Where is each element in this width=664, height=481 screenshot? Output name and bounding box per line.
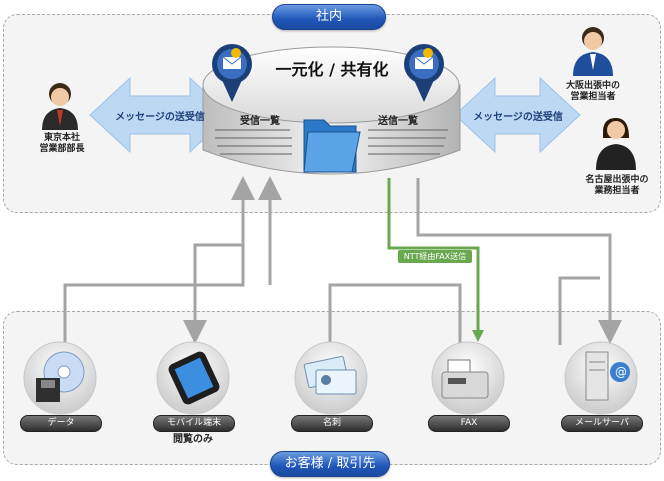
outbox-label: 送信一覧 xyxy=(378,116,418,127)
central-database xyxy=(202,46,461,175)
fax-route-label: NTT経由FAX送信 xyxy=(398,250,472,263)
nagoya-label-line2: 業務担当者 xyxy=(594,186,640,196)
route-to-mobile xyxy=(183,243,243,344)
svg-text:@: @ xyxy=(615,365,627,379)
osaka-label-line1: 大阪出張中の xyxy=(565,81,620,91)
route-data-up xyxy=(63,176,255,345)
route-card-up xyxy=(328,283,462,345)
route-server-2 xyxy=(558,276,600,345)
person-osaka-icon xyxy=(573,27,613,76)
person-nagoya-icon xyxy=(596,118,636,170)
inbox-mail-pin-icon xyxy=(212,44,252,102)
right-double-arrow xyxy=(454,76,581,154)
center-heading: 一元化 / 共有化 xyxy=(275,60,389,79)
osaka-label: 大阪出張中の 営業担当者 xyxy=(556,81,630,103)
external-zone-title: お客様 / 取引先 xyxy=(270,451,390,477)
device-label-fax: FAX xyxy=(428,415,510,432)
osaka-label-line2: 営業担当者 xyxy=(570,92,616,102)
device-label-card: 名刺 xyxy=(291,415,373,432)
mobile-note: 閲覧のみ xyxy=(173,434,213,445)
nagoya-label-line1: 名古屋出張中の xyxy=(585,175,649,185)
person-tokyo-icon xyxy=(42,83,78,130)
internal-zone-title: 社内 xyxy=(272,4,386,30)
device-label-server: メールサーバ xyxy=(561,415,643,432)
route-fax xyxy=(387,178,480,332)
device-label-data: データ xyxy=(20,415,102,432)
server-icon: @ xyxy=(585,351,630,401)
route-to-server xyxy=(416,178,622,344)
right-arrow-text: メッセージの送受信 xyxy=(473,112,563,123)
business-card-icon xyxy=(303,355,357,395)
nagoya-label: 名古屋出張中の 業務担当者 xyxy=(574,175,660,197)
fax-icon xyxy=(441,359,489,399)
tokyo-label-line1: 東京本社 xyxy=(43,133,80,143)
left-arrow-text: メッセージの送受信 xyxy=(115,112,205,123)
device-label-mobile: モバイル端末 xyxy=(153,415,235,432)
outbox-mail-pin-icon xyxy=(404,44,444,102)
tokyo-label-line2: 営業部部長 xyxy=(39,144,85,154)
inbox-label: 受信一覧 xyxy=(240,116,280,127)
mobile-icon xyxy=(168,351,220,405)
tokyo-label: 東京本社 営業部部長 xyxy=(30,133,94,155)
disc-icon xyxy=(36,351,85,402)
